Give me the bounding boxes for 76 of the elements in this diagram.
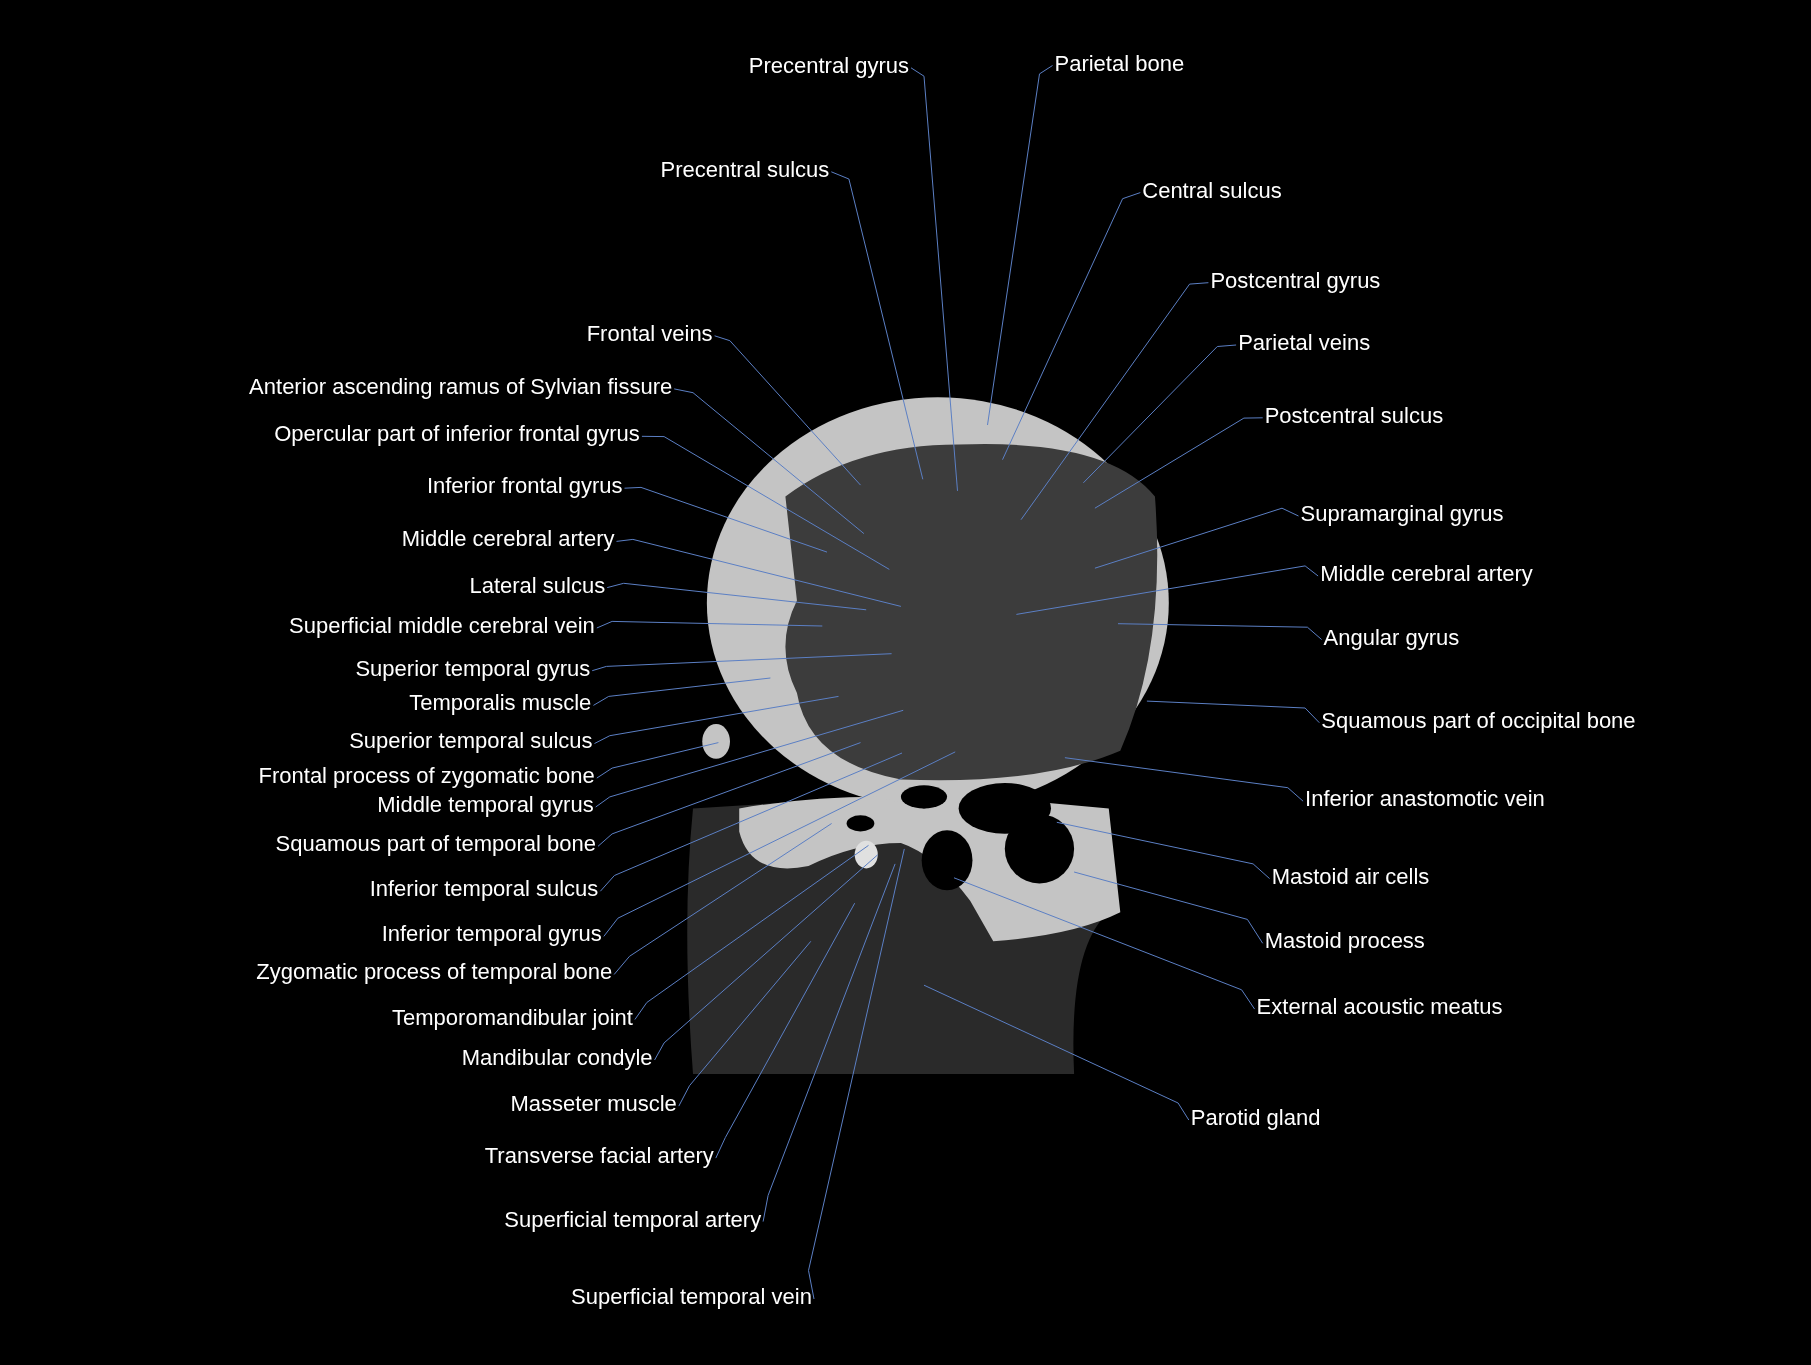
anatomy-label: Superficial temporal artery [504, 1206, 762, 1233]
leader-line [987, 65, 1053, 426]
leader-line [654, 854, 879, 1061]
anatomy-label: Zygomatic process of temporal bone [256, 959, 613, 986]
leader-line [808, 848, 905, 1300]
anatomy-label: Middle temporal gyrus [377, 792, 594, 818]
anatomy-label: Squamous part of temporal bone [275, 831, 596, 858]
leader-line [673, 388, 865, 535]
anatomy-label: Transverse facial artery [484, 1143, 714, 1170]
leader-line [1082, 344, 1237, 484]
anatomy-label: Anterior ascending ramus of Sylvian fissure [249, 373, 673, 400]
leader-line [830, 171, 924, 480]
leader-line [624, 486, 828, 553]
anatomy-label: Parotid gland [1190, 1105, 1321, 1131]
leader-line [592, 677, 771, 706]
anatomy-label: Inferior temporal sulcus [369, 876, 599, 903]
anatomy-label: Temporomandibular joint [392, 1004, 633, 1031]
anatomy-label: Superficial middle cerebral vein [289, 613, 595, 639]
anatomy-label: Temporalis muscle [409, 690, 592, 717]
leader-line [1073, 871, 1264, 944]
anatomy-label: Squamous part of occipital bone [1321, 707, 1636, 734]
leader-line [603, 751, 956, 937]
leader-line [714, 335, 861, 486]
leader-line [596, 742, 719, 779]
anatomy-label: Masseter muscle [510, 1091, 677, 1118]
leader-line [641, 435, 890, 570]
anatomy-label: Superficial temporal vein [571, 1284, 812, 1311]
anatomy-label: Middle cerebral artery [401, 526, 615, 553]
anatomy-label: Mandibular condyle [461, 1044, 653, 1071]
anatomy-label: Frontal veins [586, 320, 713, 347]
leader-line [597, 742, 861, 847]
anatomy-label: Mastoid process [1264, 928, 1425, 955]
anatomy-label: Precentral gyrus [748, 52, 909, 79]
anatomy-label: Opercular part of inferior frontal gyrus [274, 421, 640, 448]
anatomy-label: Parietal bone [1054, 50, 1185, 77]
anatomy-label: Lateral sulcus [469, 572, 606, 599]
leader-line [606, 582, 867, 611]
leader-line [594, 695, 839, 744]
leader-line [762, 863, 896, 1223]
anatomy-label: External acoustic meatus [1256, 994, 1503, 1021]
anatomy-label: Superior temporal sulcus [349, 728, 593, 755]
leader-line [715, 902, 856, 1159]
leader-line [910, 67, 958, 492]
leader-line [1094, 417, 1264, 509]
leader-line [613, 823, 833, 975]
leader-line [595, 709, 904, 808]
anatomy-label: Angular gyrus [1323, 624, 1460, 651]
leader-line [1015, 565, 1319, 615]
leader-line [953, 877, 1256, 1010]
anatomy-label: Superior temporal gyrus [355, 655, 591, 682]
anatomy-label: Precentral sulcus [660, 156, 830, 183]
leader-line [599, 752, 903, 892]
leader-line [678, 940, 812, 1107]
anatomy-label: Parietal veins [1238, 330, 1371, 356]
anatomy-label: Postcentral sulcus [1264, 402, 1444, 429]
leader-line [1064, 757, 1304, 802]
leader-line [591, 653, 893, 672]
anatomy-label: Inferior frontal gyrus [426, 473, 623, 500]
anatomy-label: Postcentral gyrus [1210, 267, 1381, 294]
anatomy-label: Inferior anastomotic vein [1305, 786, 1545, 813]
leader-line [923, 984, 1190, 1121]
leader-line [1117, 623, 1323, 640]
anatomy-label: Central sulcus [1142, 177, 1282, 204]
anatomy-label: Supramarginal gyrus [1300, 500, 1504, 527]
leader-line [616, 538, 902, 607]
leader-line [1002, 192, 1141, 461]
leader-line [1056, 821, 1271, 880]
leader-line [596, 620, 823, 629]
anatomy-label: Mastoid air cells [1271, 863, 1430, 890]
leader-line [1094, 507, 1299, 569]
anatomy-label: Inferior temporal gyrus [381, 921, 602, 948]
leader-line [1020, 282, 1209, 521]
anatomy-label: Frontal process of zygomatic bone [258, 763, 595, 790]
leader-line [1146, 700, 1320, 724]
leader-line [634, 844, 869, 1020]
anatomy-label: Middle cerebral artery [1320, 561, 1533, 587]
